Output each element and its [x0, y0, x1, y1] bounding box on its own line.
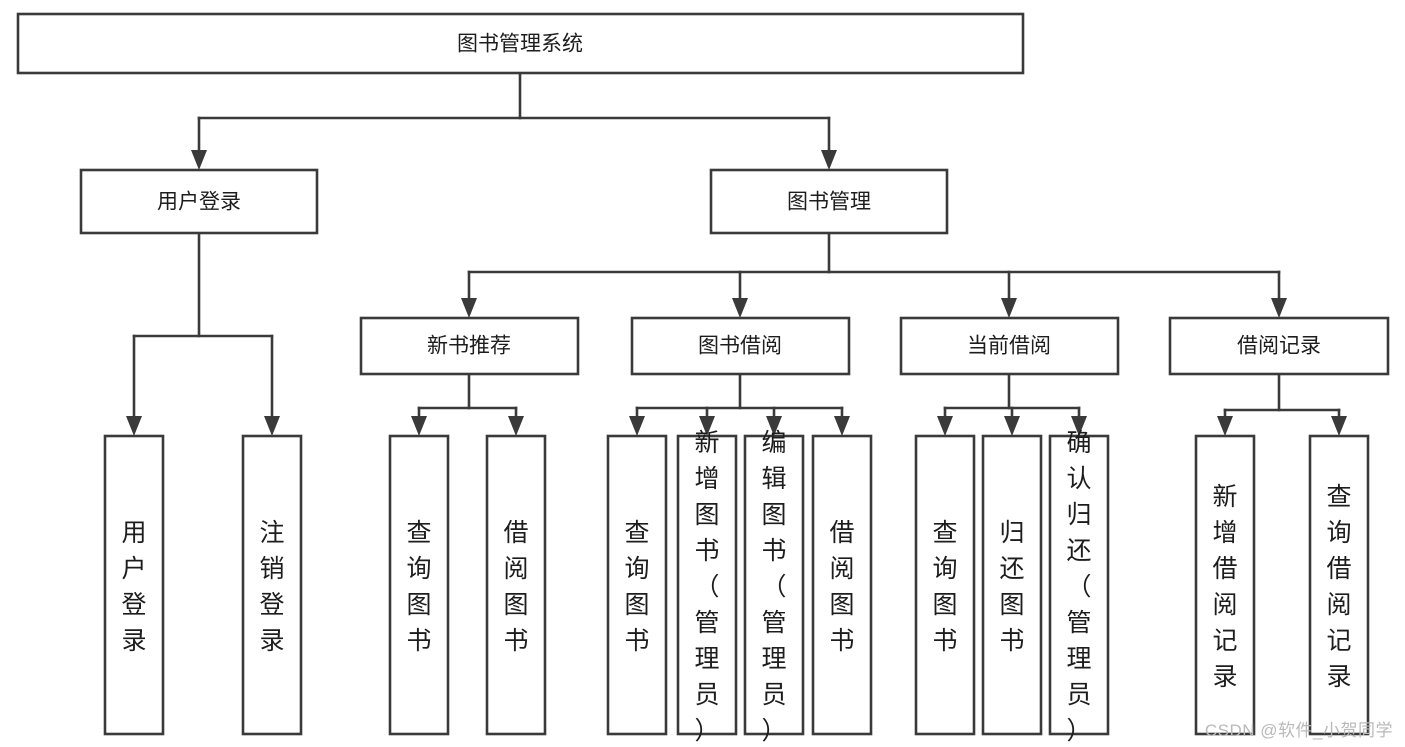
- node-leaf-add-borrow-record[interactable]: 新增借阅记录: [1194, 434, 1256, 736]
- node-leaf-add-borrow-record-box[interactable]: [1194, 434, 1256, 736]
- node-leaf-query-borrow-record[interactable]: 查询借阅记录: [1308, 434, 1370, 736]
- arrow-head-new-book-recommend: [461, 298, 477, 318]
- node-leaf-edit-book-admin[interactable]: 编辑图书（管理员）: [743, 429, 805, 745]
- arrow-head-leaf-query-book-cur: [937, 416, 953, 436]
- arrow-head-leaf-confirm-return-admin: [1071, 416, 1087, 436]
- connector-layer: [126, 71, 1347, 436]
- node-borrow-record-box[interactable]: [1168, 316, 1390, 376]
- node-leaf-return-book-label: 归还图书: [999, 519, 1024, 655]
- node-leaf-user-logout-box[interactable]: [241, 434, 303, 736]
- node-leaf-borrow-book-rec[interactable]: 借阅图书: [485, 434, 547, 736]
- node-root[interactable]: 图书管理系统: [16, 12, 1025, 75]
- node-book-borrow-box[interactable]: [630, 316, 851, 376]
- node-leaf-add-book-admin-box[interactable]: [676, 434, 738, 736]
- arrow-head-leaf-user-login: [126, 416, 142, 436]
- node-leaf-borrow-book-rec-box[interactable]: [485, 434, 547, 736]
- node-leaf-user-login-label: 用户登录: [121, 519, 146, 655]
- node-book-manage-box[interactable]: [709, 168, 949, 235]
- arrow-head-leaf-user-logout: [264, 416, 280, 436]
- arrow-head-leaf-add-book-admin: [699, 416, 715, 436]
- node-layer: 图书管理系统 用户登录 图书管理 新书推荐 图书借阅 当前: [16, 12, 1390, 745]
- node-leaf-return-book-box[interactable]: [981, 434, 1043, 736]
- node-current-borrow[interactable]: 当前借阅: [899, 316, 1120, 376]
- node-leaf-query-borrow-record-label: 查询借阅记录: [1326, 483, 1351, 691]
- node-user-login-box[interactable]: [79, 168, 319, 235]
- arrow-head-current-borrow: [1001, 298, 1017, 318]
- node-new-book-recommend[interactable]: 新书推荐: [359, 316, 580, 376]
- node-leaf-borrow-book-label: 借阅图书: [829, 519, 854, 655]
- node-leaf-user-logout[interactable]: 注销登录: [241, 434, 303, 736]
- node-borrow-record-label: 借阅记录: [1237, 335, 1321, 358]
- arrow-head-leaf-add-borrow-record: [1217, 416, 1233, 436]
- arrow-head-leaf-borrow-book: [834, 416, 850, 436]
- node-new-book-recommend-label: 新书推荐: [427, 335, 511, 358]
- node-leaf-query-book-rec[interactable]: 查询图书: [388, 434, 450, 736]
- node-new-book-recommend-box[interactable]: [359, 316, 580, 376]
- arrow-head-leaf-query-book-rec: [411, 416, 427, 436]
- node-book-manage[interactable]: 图书管理: [709, 168, 949, 235]
- node-current-borrow-label: 当前借阅: [967, 335, 1051, 358]
- node-leaf-query-book-rec-box[interactable]: [388, 434, 450, 736]
- node-book-borrow[interactable]: 图书借阅: [630, 316, 851, 376]
- node-leaf-query-book-cur-box[interactable]: [914, 434, 976, 736]
- node-leaf-query-book-borrow[interactable]: 查询图书: [606, 434, 668, 736]
- node-leaf-add-book-admin-label: 新增图书（管理员）: [694, 429, 719, 745]
- node-borrow-record[interactable]: 借阅记录: [1168, 316, 1390, 376]
- arrow-head-leaf-edit-book-admin: [766, 416, 782, 436]
- node-user-login-label: 用户登录: [157, 191, 241, 214]
- arrow-head-leaf-return-book: [1004, 416, 1020, 436]
- node-leaf-query-book-cur[interactable]: 查询图书: [914, 434, 976, 736]
- node-user-login[interactable]: 用户登录: [79, 168, 319, 235]
- node-leaf-edit-book-admin-label: 编辑图书（管理员）: [761, 429, 786, 745]
- node-leaf-query-book-rec-label: 查询图书: [406, 519, 431, 655]
- node-leaf-query-borrow-record-box[interactable]: [1308, 434, 1370, 736]
- node-book-borrow-label: 图书借阅: [698, 335, 782, 358]
- arrow-head-borrow-record: [1271, 298, 1287, 318]
- node-root-box[interactable]: [16, 12, 1025, 75]
- arrow-head-user-login: [191, 150, 207, 170]
- node-leaf-user-logout-label: 注销登录: [259, 519, 284, 655]
- node-book-manage-label: 图书管理: [787, 191, 871, 214]
- node-current-borrow-box[interactable]: [899, 316, 1120, 376]
- node-leaf-add-book-admin[interactable]: 新增图书（管理员）: [676, 429, 738, 745]
- node-leaf-query-book-cur-label: 查询图书: [932, 519, 957, 655]
- node-leaf-return-book[interactable]: 归还图书: [981, 434, 1043, 736]
- node-leaf-borrow-book[interactable]: 借阅图书: [811, 434, 873, 736]
- node-leaf-borrow-book-box[interactable]: [811, 434, 873, 736]
- node-leaf-borrow-book-rec-label: 借阅图书: [503, 519, 528, 655]
- node-leaf-confirm-return-admin[interactable]: 确认归还（管理员）: [1048, 429, 1110, 745]
- node-root-label: 图书管理系统: [457, 33, 583, 56]
- node-leaf-query-book-borrow-label: 查询图书: [624, 519, 649, 655]
- node-leaf-confirm-return-admin-label: 确认归还（管理员）: [1066, 429, 1091, 745]
- node-leaf-add-borrow-record-label: 新增借阅记录: [1212, 483, 1237, 691]
- node-leaf-query-book-borrow-box[interactable]: [606, 434, 668, 736]
- node-leaf-confirm-return-admin-box[interactable]: [1048, 434, 1110, 736]
- node-leaf-user-login-box[interactable]: [103, 434, 165, 736]
- node-leaf-edit-book-admin-box[interactable]: [743, 434, 805, 736]
- arrow-head-leaf-query-book-borrow: [629, 416, 645, 436]
- arrow-head-book-borrow: [732, 298, 748, 318]
- arrow-head-leaf-query-borrow-record: [1331, 416, 1347, 436]
- arrow-head-book-manage: [821, 150, 837, 170]
- node-leaf-user-login[interactable]: 用户登录: [103, 434, 165, 736]
- arrow-head-leaf-borrow-book-rec: [508, 416, 524, 436]
